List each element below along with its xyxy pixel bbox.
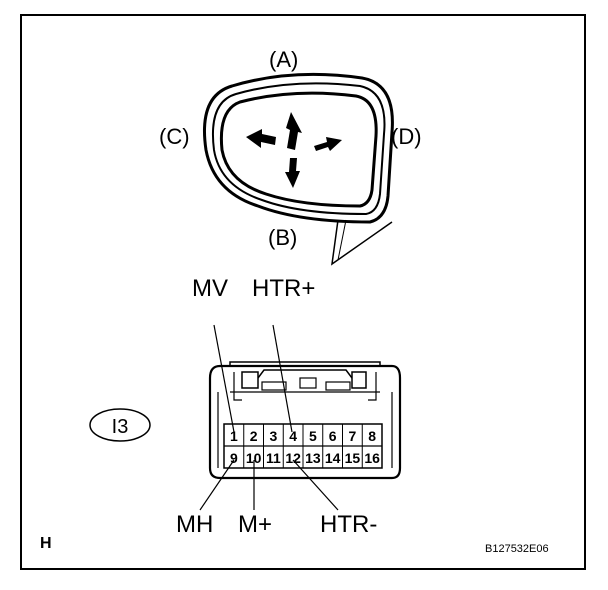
pin-10: 10 — [246, 450, 262, 466]
pin-15: 15 — [345, 450, 361, 466]
label-mv: MV — [192, 275, 228, 302]
pin-2: 2 — [250, 428, 258, 444]
pin-16: 16 — [364, 450, 380, 466]
label-m-plus: M+ — [238, 511, 272, 538]
label-a: (A) — [269, 47, 298, 72]
arrow-up-icon — [286, 112, 302, 150]
mirror-illustration — [202, 72, 394, 266]
pin-4: 4 — [289, 428, 297, 444]
connector-code: I3 — [112, 416, 129, 438]
pin-5: 5 — [309, 428, 317, 444]
pin-9: 9 — [230, 450, 238, 466]
diagram-frame — [20, 14, 586, 570]
pin-7: 7 — [348, 428, 356, 444]
pin-14: 14 — [325, 450, 341, 466]
pin-11: 11 — [266, 450, 281, 466]
figure-id: B127532E06 — [485, 543, 549, 555]
connector-code-badge: I3 — [89, 408, 151, 442]
footer-left-mark: H — [40, 535, 52, 552]
arrow-left-icon — [246, 129, 276, 148]
pin-8: 8 — [368, 428, 376, 444]
pin-13: 13 — [305, 450, 321, 466]
label-mh: MH — [176, 511, 213, 538]
label-c: (C) — [159, 124, 190, 149]
pin-6: 6 — [329, 428, 337, 444]
pin-12: 12 — [285, 450, 301, 466]
label-htr-plus: HTR+ — [252, 275, 315, 302]
label-b: (B) — [268, 225, 297, 250]
label-htr-minus: HTR- — [320, 511, 377, 538]
arrow-down-icon — [285, 158, 300, 188]
pin-1: 1 — [230, 428, 238, 444]
arrow-right-icon — [314, 137, 342, 151]
label-d: (D) — [391, 124, 422, 149]
pin-3: 3 — [269, 428, 277, 444]
